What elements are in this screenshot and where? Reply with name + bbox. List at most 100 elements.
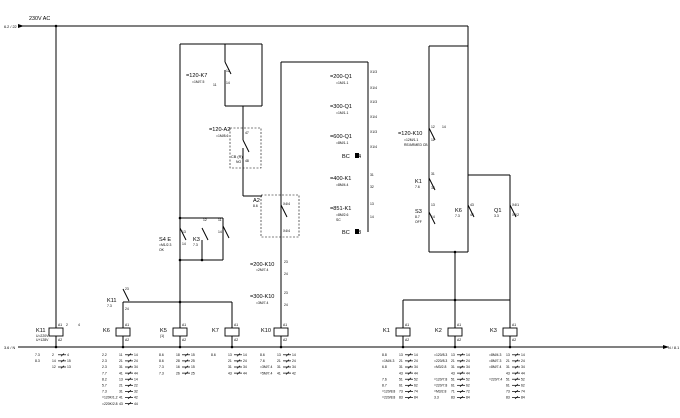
device-ref: 8.7 (415, 215, 420, 219)
contact-ref: =220K/2.8 (102, 402, 118, 406)
terminal-label: 32 (431, 186, 435, 190)
device-label: =300-K10 (250, 294, 274, 300)
contact-t2: 62 (414, 384, 418, 388)
contact-t2: 44 (134, 402, 138, 406)
contact-ref: =5M/7.4 (260, 371, 272, 375)
device-q1_600: =600-Q1=8M/1.1X1/3X1/4 (330, 130, 377, 149)
device-ref2: OK (159, 248, 165, 252)
coil-sub: U=220V (36, 334, 49, 338)
contact-ref: =120K/1.2 (102, 396, 118, 400)
contact-ref: =8M/7.3 (489, 359, 501, 363)
device-q1-right: Q13.3X4/1X4/2 (494, 203, 519, 218)
coil-symbol (172, 327, 188, 337)
contact-ref: 3.3 (434, 396, 439, 400)
contact-ref: 8.6 (260, 353, 265, 357)
device-ref: =8M/2.6 (336, 213, 348, 217)
contact-t1: 26 (176, 371, 180, 375)
contact-t2: 34 (243, 365, 247, 369)
device-label: =120-A2 (209, 127, 230, 133)
device-label: Q1 (494, 208, 501, 214)
device-ref: 8.6 (253, 204, 258, 208)
coil-a1: A1 (457, 323, 461, 327)
contact-t2: 62 (521, 384, 525, 388)
contact-t1: 13 (119, 377, 123, 381)
device-label: =300-Q1 (330, 104, 352, 110)
coil-a2: A2 (512, 338, 516, 342)
bc-marker (355, 229, 359, 234)
terminal-label: 23 (125, 287, 129, 291)
contact-t2: 84 (521, 396, 525, 400)
device-ref: =1M/1.1 (336, 111, 348, 115)
contact-t2: 32 (134, 390, 138, 394)
contact-t1: 11 (119, 353, 123, 357)
coil-a1: A1 (182, 323, 186, 327)
device-ref: =M1/2.3 (159, 243, 171, 247)
contact-t2: 15 (191, 365, 195, 369)
coil-sub2: U+128V (36, 338, 49, 342)
device-label: =200-K10 (250, 262, 274, 268)
contact-t2: 25 (191, 359, 195, 363)
terminal-label: 44 (470, 213, 474, 217)
coil-sub: (1) (160, 334, 164, 338)
terminal-label: 48 (245, 159, 249, 163)
contact-ref: 8.7 (382, 384, 387, 388)
contact-ref: 8.3 (35, 359, 40, 363)
coil-a1: A1 (283, 323, 287, 327)
terminal-label: 14 (370, 215, 374, 219)
contact-t1: 16 (176, 365, 180, 369)
bc-label: 8 (358, 230, 361, 236)
contact-ref: 6.8 (382, 365, 387, 369)
contact-t2: 22 (134, 384, 138, 388)
contact-t2: 24 (414, 359, 418, 363)
contact-t2: 15 (67, 359, 71, 363)
device-label: =120-K7 (186, 73, 207, 79)
contact-t2: 74 (521, 390, 525, 394)
contact-t1: 31 (506, 365, 510, 369)
device-label: K3 (193, 237, 200, 243)
contact-t2: 52 (414, 377, 418, 381)
coil-a2: A2 (234, 338, 238, 342)
device-q1_200: =200-Q1=1M/1.1X1/3X1/4 (330, 70, 377, 90)
coil-a2: A2 (457, 338, 461, 342)
contact-ref: =220/8.8 (382, 396, 395, 400)
n-right-label: N / 8.1 (668, 346, 679, 350)
contact-ref: 2.3 (102, 365, 107, 369)
coil-symbol (273, 327, 289, 337)
contact-t1: 41 (119, 396, 123, 400)
device-ref: =1M/1.1 (336, 81, 348, 85)
contact-t1: 13 (228, 353, 232, 357)
device-q1_300: =300-Q1=1M/1.1X1/3X1/4 (330, 100, 377, 119)
bc-label: BC (342, 154, 350, 160)
device-ref: 7.3 (455, 214, 460, 218)
terminal-label: 47 (245, 131, 249, 135)
device-ref2: OFF (415, 220, 422, 224)
contact-t2: 84 (466, 396, 470, 400)
coil-a2: A2 (125, 338, 129, 342)
terminal-label: X4/1 (512, 203, 519, 207)
contact-t2: 24 (521, 359, 525, 363)
